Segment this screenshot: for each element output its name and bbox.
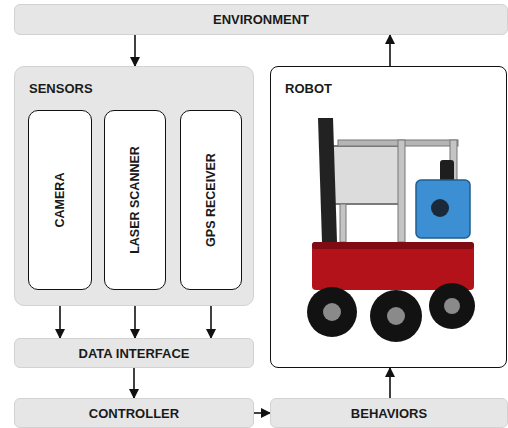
wheel (429, 283, 475, 329)
wheels (307, 283, 475, 342)
frame-bar (340, 204, 346, 242)
frame-bar (338, 140, 458, 146)
label-band: DATA INTERFACE (14, 338, 254, 368)
wheel (370, 290, 422, 342)
mast (318, 118, 337, 242)
flow-arrow (254, 412, 270, 414)
label-band: CONTROLLER (14, 398, 254, 428)
node-label: LASER SCANNER (128, 146, 142, 254)
frame-bar (398, 140, 405, 242)
group-panel: SENSORS CAMERA LASER SCANNER GPS RECEIVER (14, 66, 254, 306)
wheel-hub (323, 303, 341, 321)
panel-heading: ROBOT (285, 81, 332, 96)
robot-panel: ROBOT (270, 66, 507, 368)
laser-scanner (416, 160, 470, 238)
node-label: ENVIRONMENT (213, 12, 309, 27)
node-label: BEHAVIORS (351, 406, 427, 421)
frame-bar (450, 140, 457, 182)
scanner-lens (431, 199, 449, 217)
flow-arrow (134, 35, 136, 66)
scanner-body (416, 180, 470, 238)
wheel-hub (444, 298, 460, 314)
scanner-knob (440, 160, 454, 182)
laptop-lid (326, 146, 400, 204)
chassis (312, 242, 474, 290)
flow-arrow (133, 368, 135, 398)
sensor-box: LASER SCANNER (104, 110, 166, 290)
label-band: BEHAVIORS (270, 398, 508, 428)
robot-chassis (312, 242, 474, 290)
node-label: GPS RECEIVER (204, 153, 218, 247)
flow-arrow (389, 368, 391, 398)
sensor-box: GPS RECEIVER (180, 110, 242, 290)
node-label: CAMERA (53, 173, 67, 228)
robot-frame (318, 118, 458, 242)
wheel (307, 287, 357, 337)
node-label: CONTROLLER (89, 406, 179, 421)
panel-heading: SENSORS (29, 81, 93, 96)
sensor-box: CAMERA (28, 110, 92, 290)
node-label: DATA INTERFACE (79, 346, 190, 361)
wheel-hub (387, 307, 405, 325)
chassis-top (312, 242, 474, 249)
flow-arrow (389, 35, 391, 66)
label-band: ENVIRONMENT (14, 4, 508, 35)
